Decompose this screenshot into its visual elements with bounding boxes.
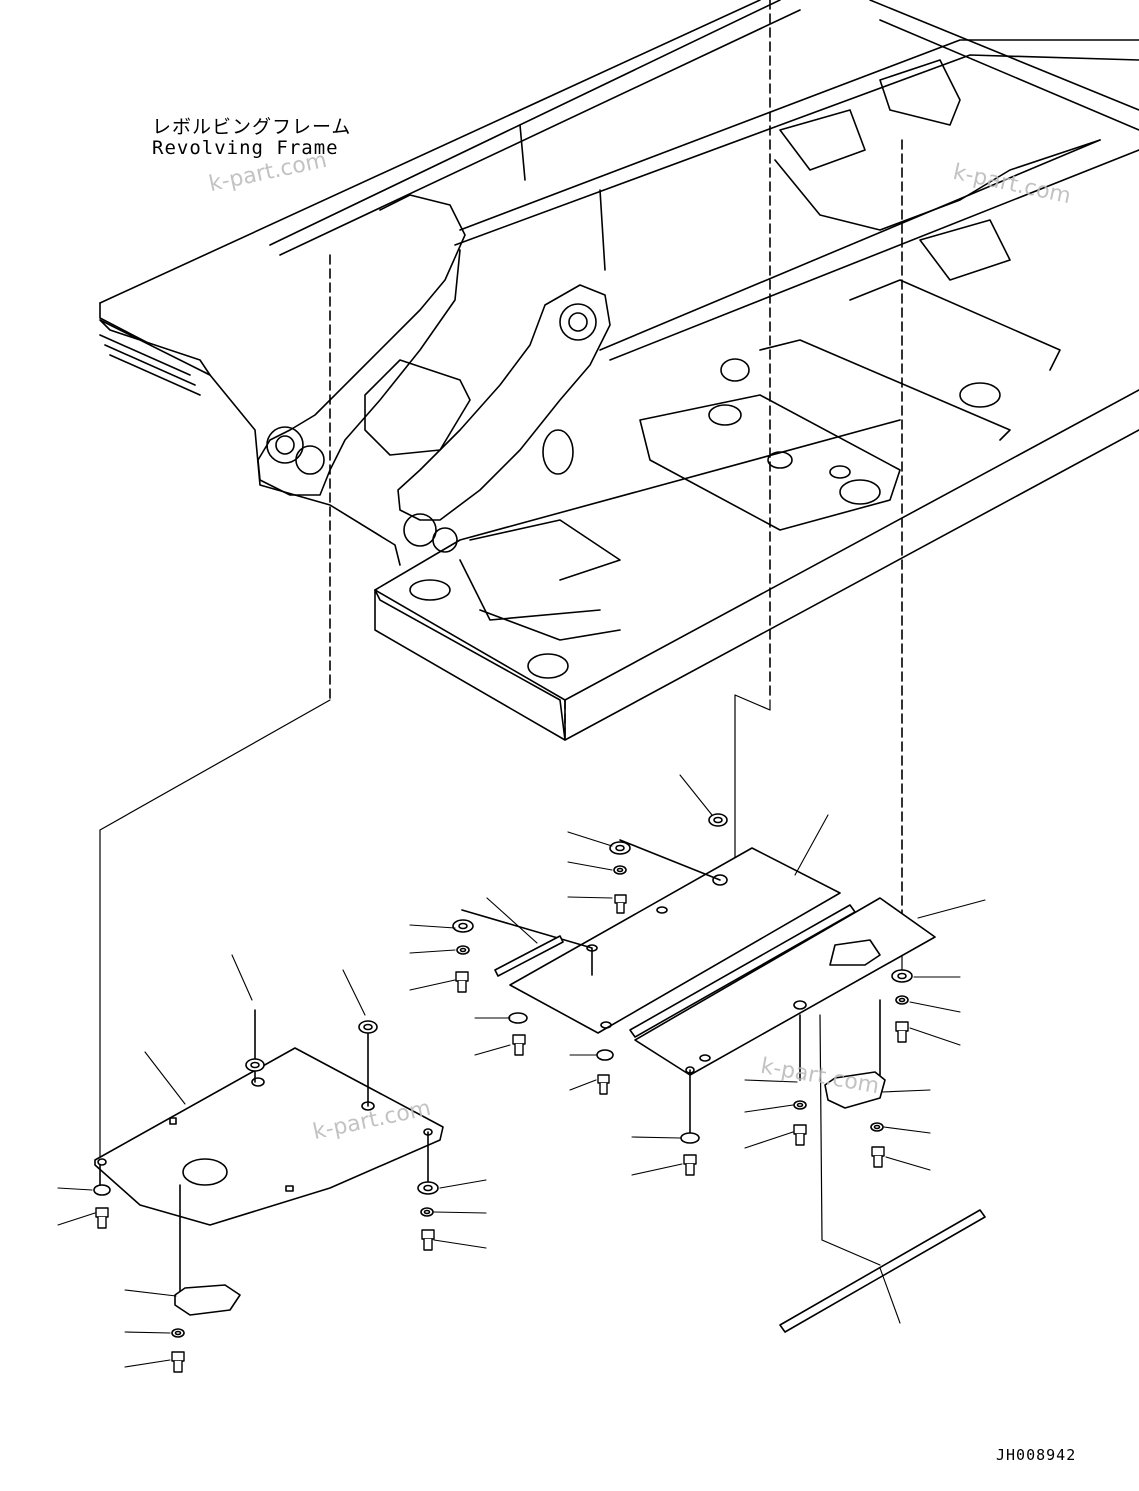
seal-strip-center xyxy=(494,935,564,977)
drawing-id: JH008942 xyxy=(996,1446,1077,1464)
revolving-frame xyxy=(99,0,1139,741)
fasteners xyxy=(93,813,913,1373)
frame-label-japanese: レボルビングフレーム xyxy=(152,116,352,138)
right-under-cover xyxy=(634,897,936,1139)
center-under-cover xyxy=(461,839,841,1034)
rubber-strip-bottom xyxy=(779,1209,986,1333)
assembly-lines xyxy=(99,694,903,1266)
right-access-cap xyxy=(824,1071,886,1109)
frame-label-english: Revolving Frame xyxy=(152,137,339,159)
dash-leaders xyxy=(329,0,903,951)
left-access-cap xyxy=(174,1284,241,1316)
left-under-cover xyxy=(94,1009,444,1296)
callout-leaders xyxy=(57,774,986,1368)
